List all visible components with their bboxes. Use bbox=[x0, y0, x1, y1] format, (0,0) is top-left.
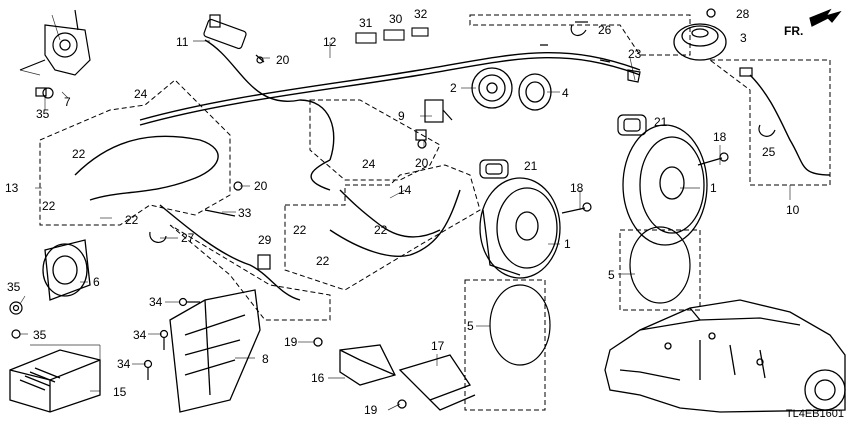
callout-3: 3 bbox=[740, 31, 747, 45]
nuts-35 bbox=[9, 87, 54, 339]
callout-29: 29 bbox=[258, 233, 272, 247]
modules-16-17 bbox=[313, 337, 476, 411]
callout-7: 7 bbox=[64, 95, 71, 109]
callout-34: 34 bbox=[133, 328, 147, 342]
callout-20: 20 bbox=[276, 53, 290, 67]
callout-21: 21 bbox=[654, 115, 668, 129]
woofer-speakers-1 bbox=[479, 124, 708, 279]
callout-33: 33 bbox=[238, 206, 252, 220]
callout-22: 22 bbox=[72, 147, 86, 161]
callout-15: 15 bbox=[113, 385, 127, 399]
callout-19: 19 bbox=[364, 403, 378, 417]
callout-26: 26 bbox=[598, 23, 612, 37]
callout-13: 13 bbox=[5, 181, 19, 195]
grommets-21 bbox=[479, 114, 647, 179]
callout-9: 9 bbox=[398, 109, 405, 123]
callout-31: 31 bbox=[359, 16, 373, 30]
callout-30: 30 bbox=[389, 12, 403, 26]
front-direction-label: FR. bbox=[784, 24, 804, 38]
callout-22: 22 bbox=[125, 213, 139, 227]
small-parts bbox=[149, 139, 427, 270]
callout-34: 34 bbox=[117, 357, 131, 371]
callout-5: 5 bbox=[608, 268, 615, 282]
callout-18: 18 bbox=[570, 181, 584, 195]
callout-24: 24 bbox=[362, 157, 376, 171]
callout-8: 8 bbox=[262, 352, 269, 366]
callout-14: 14 bbox=[398, 183, 412, 197]
callout-34: 34 bbox=[149, 295, 163, 309]
car-outline bbox=[604, 299, 846, 413]
callout-35: 35 bbox=[33, 328, 47, 342]
callout-10: 10 bbox=[786, 203, 800, 217]
callout-23: 23 bbox=[628, 47, 642, 61]
bolts-34 bbox=[143, 297, 200, 380]
part-25-clip bbox=[739, 67, 776, 137]
callout-4: 4 bbox=[562, 86, 569, 100]
part-7-bracket bbox=[19, 9, 91, 97]
callout-19: 19 bbox=[284, 335, 298, 349]
callout-22: 22 bbox=[316, 254, 330, 268]
part-11-antenna-unit bbox=[203, 14, 265, 64]
callout-35: 35 bbox=[7, 280, 21, 294]
callout-6: 6 bbox=[93, 275, 100, 289]
callout-12: 12 bbox=[323, 35, 337, 49]
callout-2: 2 bbox=[450, 81, 457, 95]
front-arrow-icon bbox=[809, 8, 842, 27]
callout-1: 1 bbox=[710, 181, 717, 195]
rings-5 bbox=[489, 226, 691, 366]
clips bbox=[540, 21, 641, 83]
callout-18: 18 bbox=[713, 130, 727, 144]
callout-35: 35 bbox=[36, 107, 50, 121]
callout-20: 20 bbox=[415, 156, 429, 170]
callout-16: 16 bbox=[311, 371, 325, 385]
callout-32: 32 bbox=[414, 7, 428, 21]
callout-27: 27 bbox=[181, 231, 195, 245]
callout-20: 20 bbox=[254, 179, 268, 193]
callout-21: 21 bbox=[524, 159, 538, 173]
pads-31-30-32 bbox=[355, 27, 429, 44]
callout-5: 5 bbox=[467, 319, 474, 333]
callout-11: 11 bbox=[176, 35, 189, 49]
part-8-bracket bbox=[169, 289, 261, 413]
callout-28: 28 bbox=[736, 7, 750, 21]
callout-22: 22 bbox=[374, 223, 388, 237]
callout-24: 24 bbox=[134, 87, 148, 101]
callout-1: 1 bbox=[564, 237, 571, 251]
callout-22: 22 bbox=[42, 199, 56, 213]
part-3-speaker bbox=[673, 8, 727, 61]
group-outlines bbox=[39, 14, 831, 411]
diagram-code: TL4EB1601 bbox=[785, 408, 844, 420]
part-6-subwoofer bbox=[42, 239, 91, 301]
callout-17: 17 bbox=[431, 339, 445, 353]
part-15-amplifier bbox=[9, 349, 101, 413]
harness-cables bbox=[74, 39, 831, 301]
callout-25: 25 bbox=[762, 145, 776, 159]
bolts-18 bbox=[561, 152, 729, 214]
callout-22: 22 bbox=[293, 223, 307, 237]
tweeters-2-4 bbox=[471, 67, 552, 111]
